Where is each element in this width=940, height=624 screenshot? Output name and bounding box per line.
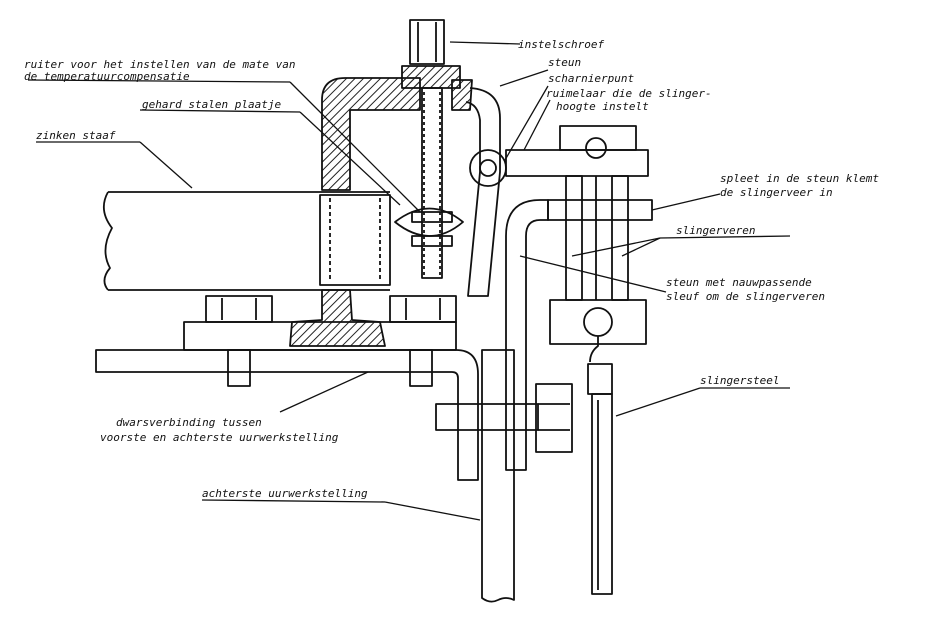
nut-right [389,295,457,323]
label-spleet-2: de slingerveer in [720,186,833,199]
label-dwars-2: voorste en achterste uurwerkstelling [100,431,339,444]
nut-left [205,295,273,323]
label-dwars-1: dwarsverbinding tussen [116,416,262,429]
label-ruimelaar-2: hoogte instelt [556,100,649,113]
label-achterste: achterste uurwerkstelling [202,487,368,500]
adjusting-screw-head [409,19,445,65]
spring-support [505,199,549,471]
zinc-rod [102,191,390,291]
rear-movement-plate [481,349,515,603]
rider-plate [394,207,464,237]
label-slingersteel: slingersteel [700,374,779,387]
label-zinken: zinken staaf [36,129,116,142]
support-arm [465,87,501,297]
label-scharnierpunt: scharnierpunt [548,72,634,85]
label-gehard: gehard stalen plaatje [142,98,281,111]
cross-connection-bar [95,349,479,481]
label-slingerveren: slingerveren [676,224,755,237]
label-steun-nauw-2: sleuf om de slingerveren [666,290,825,303]
label-instelschroef: instelschroef [518,38,604,51]
pendulum-rod [587,363,613,395]
label-ruimelaar-1: ruimelaar die de slinger- [546,87,712,100]
label-ruiter-1: ruiter voor het instellen van de mate va… [24,58,296,71]
label-spleet-1: spleet in de steun klemt [720,172,879,185]
label-ruiter-2: de temperatuurcompensatie [24,70,190,83]
hatched-bracket [321,77,421,191]
label-steun: steun [548,56,581,69]
label-steun-nauw-1: steun met nauwpassende [666,276,812,289]
lock-nut [401,65,461,89]
suspension-spring-left [565,175,583,301]
side-nut [535,383,573,453]
zinc-rod-slot [319,194,391,286]
height-adjuster-arm [505,149,649,177]
